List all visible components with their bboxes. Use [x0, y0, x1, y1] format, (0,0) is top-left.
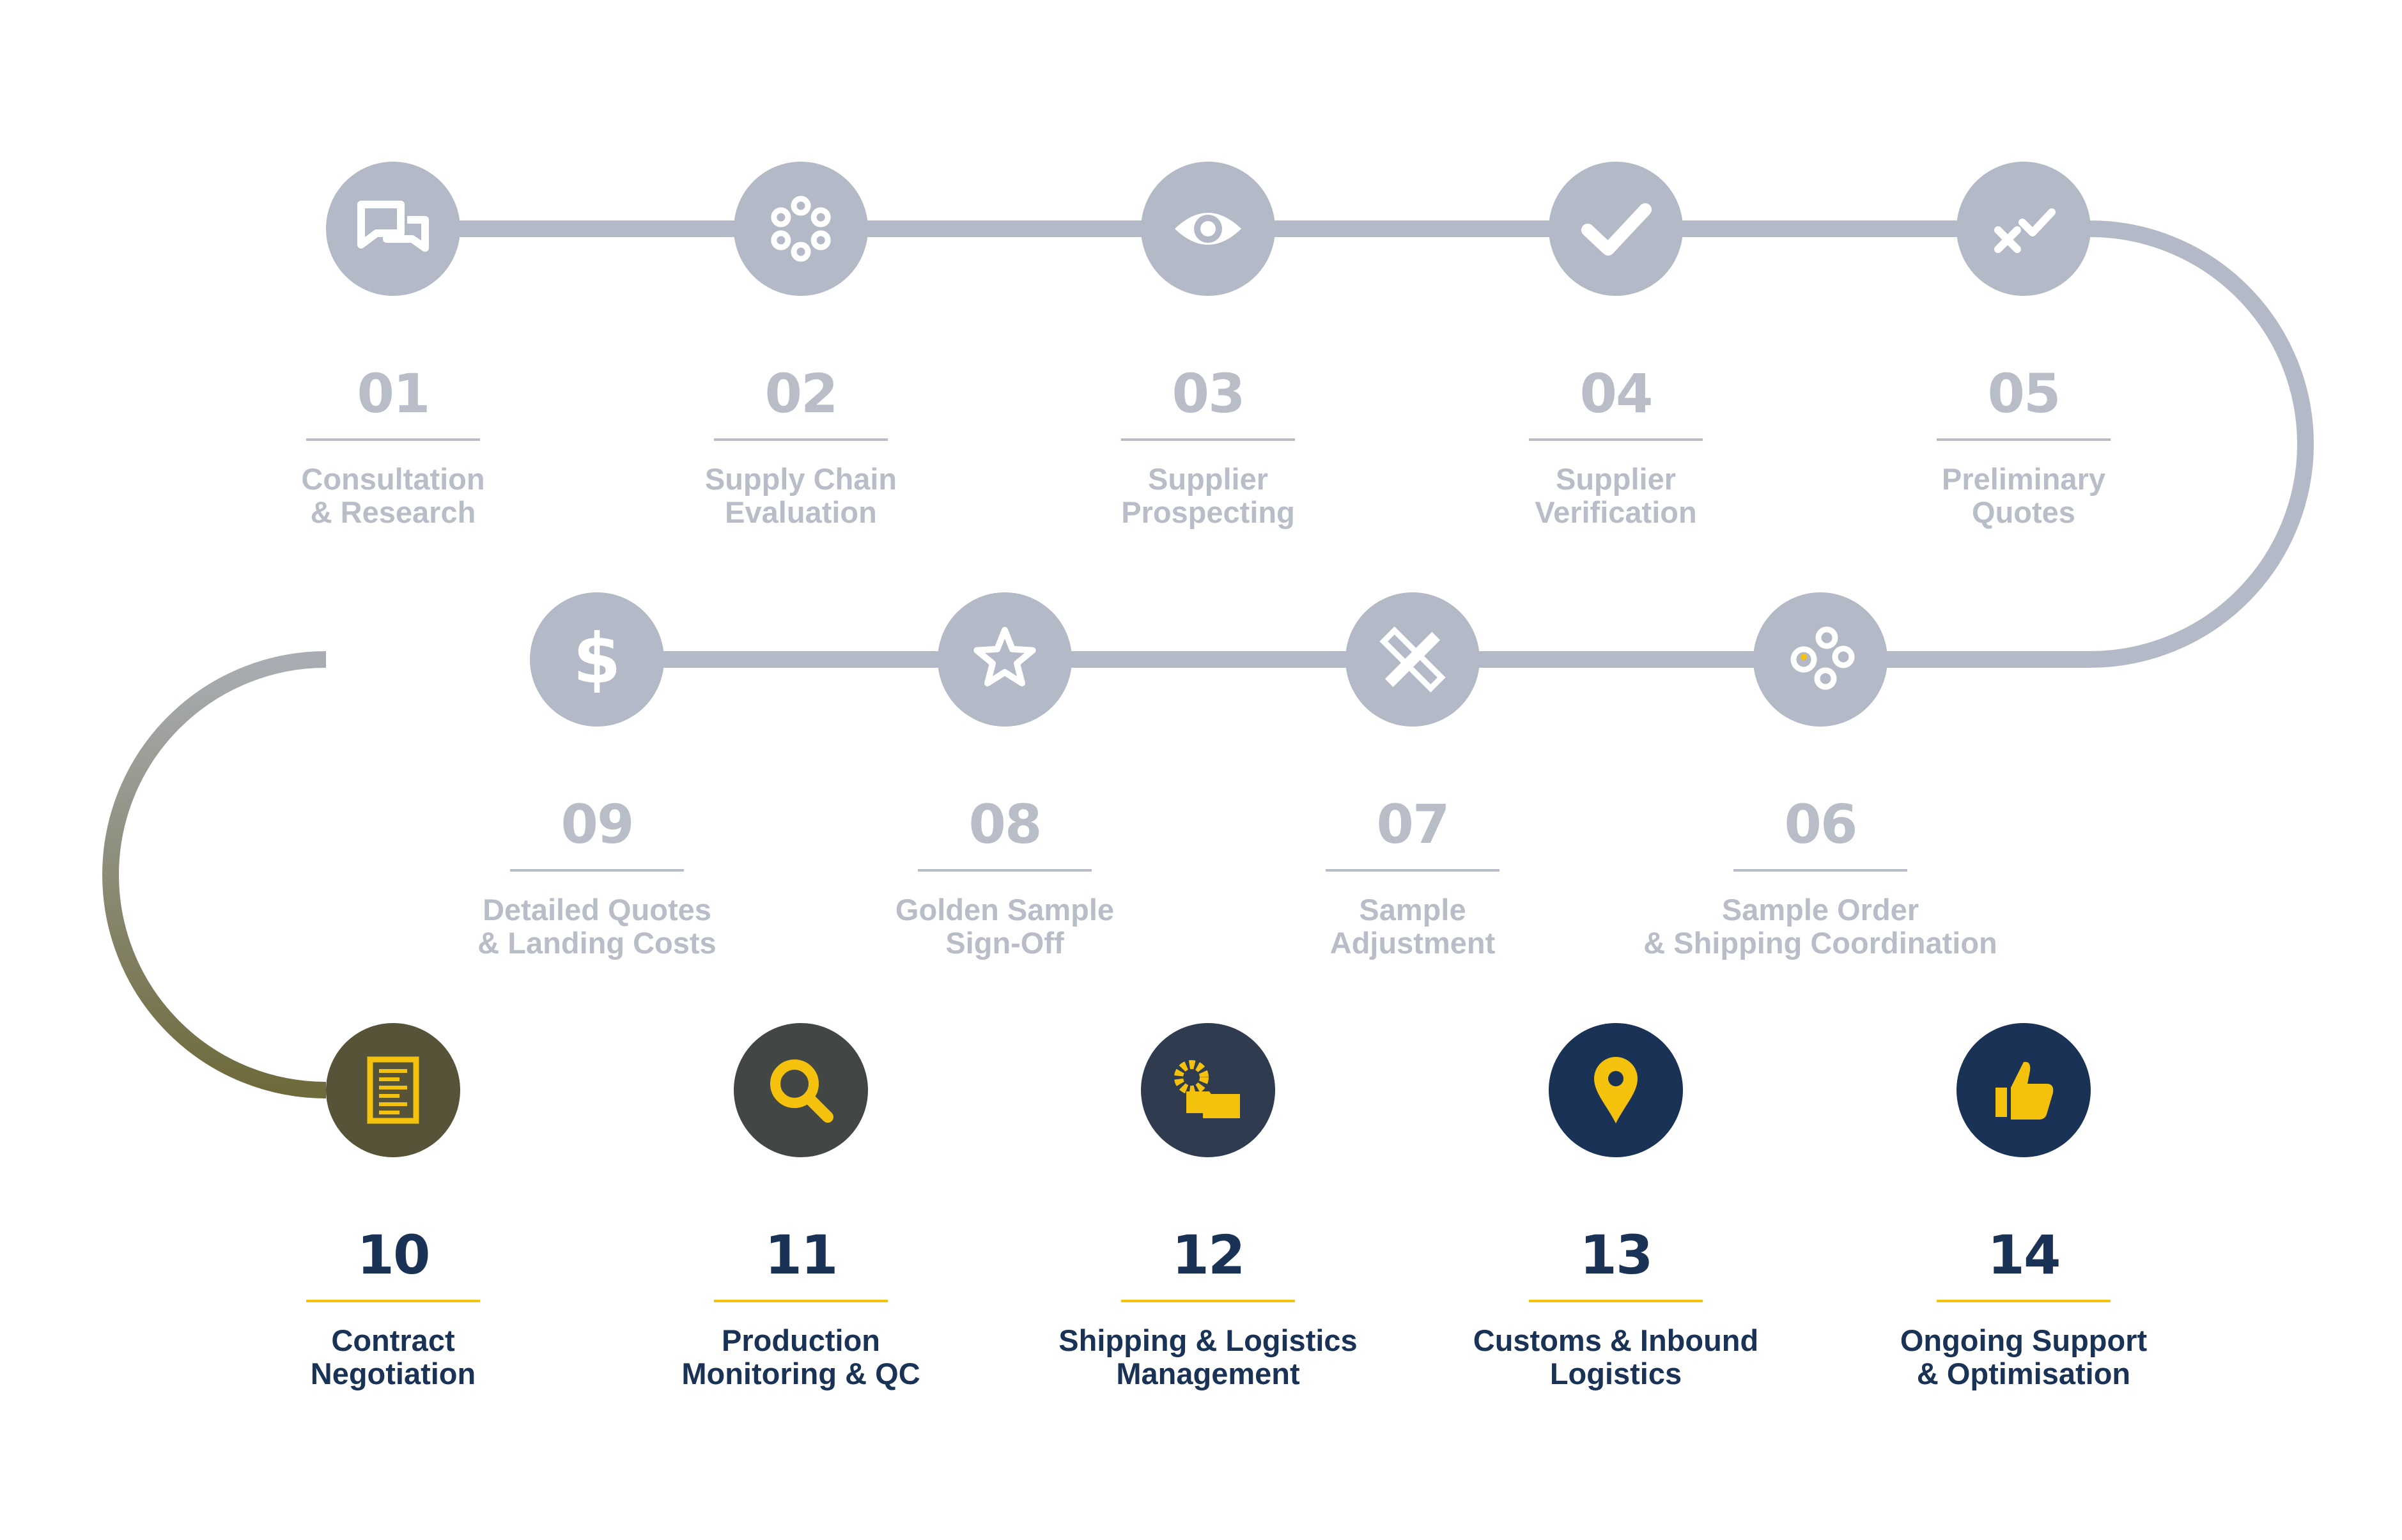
step-label-line-2: Monitoring & QC: [681, 1357, 920, 1390]
step-label-line-2: & Shipping Coordination: [1643, 926, 1997, 960]
step-label-line-1: Sample Order: [1722, 893, 1919, 927]
step-number: 12: [1172, 1224, 1244, 1286]
step-number: 06: [1785, 793, 1857, 856]
step-number: 08: [969, 793, 1041, 856]
step-circle: [734, 1023, 868, 1157]
step-label-line-2: Logistics: [1550, 1357, 1682, 1390]
step-circle: [1141, 1023, 1275, 1157]
step-number: 14: [1988, 1224, 2060, 1286]
step-label-line-2: Sign-Off: [945, 926, 1064, 960]
step-label-line-2: & Research: [311, 495, 476, 529]
step-circle: [938, 592, 1072, 727]
step-number: 10: [357, 1224, 430, 1286]
step-label-line-2: Evaluation: [725, 495, 877, 529]
step-number: 01: [357, 362, 430, 425]
step-label-line-2: Negotiation: [311, 1357, 476, 1390]
step-label-line-2: & Landing Costs: [477, 926, 716, 960]
step-label-line-1: Supplier: [1556, 462, 1676, 496]
step-circle: [326, 162, 460, 296]
step-label-line-1: Supplier: [1148, 462, 1268, 496]
step-number: 07: [1377, 793, 1449, 856]
step-label-line-1: Contract: [331, 1323, 455, 1357]
step-label-line-2: & Optimisation: [1917, 1357, 2130, 1390]
gear-truck-icon: [1174, 1060, 1240, 1118]
step-label-line-1: Customs & Inbound: [1473, 1323, 1758, 1357]
step-label-line-1: Golden Sample: [895, 893, 1114, 927]
path-right-curve: [2026, 220, 2314, 668]
step-number: 02: [765, 362, 837, 425]
step-label-line-1: Detailed Quotes: [483, 893, 711, 927]
svg-text:$: $: [573, 619, 621, 699]
cross-check-icon: [1994, 208, 2056, 253]
step-label-line-1: Shipping & Logistics: [1058, 1323, 1357, 1357]
step-label-line-1: Consultation: [301, 462, 484, 496]
magnifier-icon: [770, 1059, 833, 1123]
step-number: 11: [765, 1224, 837, 1286]
step-circle: [1549, 162, 1683, 296]
step-label-line-2: Management: [1116, 1357, 1300, 1390]
step-number: 13: [1580, 1224, 1652, 1286]
step-label-line-1: Ongoing Support: [1900, 1323, 2148, 1357]
location-pin-icon: [1594, 1057, 1638, 1123]
step-label-line-2: Verification: [1535, 495, 1696, 529]
step-label-line-2: Adjustment: [1330, 926, 1496, 960]
step-circle: [326, 1023, 460, 1157]
step-number: 03: [1172, 362, 1244, 425]
chat-bubbles-icon: [357, 201, 429, 252]
step-number: 04: [1580, 362, 1652, 425]
ruler-pencil-icon: [1379, 626, 1446, 693]
star-icon: [973, 627, 1036, 687]
circle-of-dots-icon: [771, 196, 831, 262]
dollar-icon: $: [573, 619, 621, 699]
step-number: 05: [1988, 362, 2060, 425]
step-label-line-1: Supply Chain: [705, 462, 897, 496]
checkmark-icon: [1581, 203, 1652, 256]
step-circle: [1753, 592, 1887, 727]
step-number: 09: [561, 793, 633, 856]
eye-icon: [1175, 213, 1241, 245]
step-label-line-1: Preliminary: [1942, 462, 2105, 496]
network-nodes-icon: [1790, 626, 1855, 690]
timeline-path: [102, 220, 2314, 1098]
thumbs-up-icon: [1995, 1061, 2054, 1120]
step-circle: [734, 162, 868, 296]
path-left-curve: [102, 651, 327, 1098]
step-circle: [530, 592, 664, 727]
step-label-line-1: Production: [722, 1323, 880, 1357]
step-label-line-2: Prospecting: [1121, 495, 1295, 529]
step-label-line-2: Quotes: [1972, 495, 2075, 529]
document-icon: [367, 1056, 419, 1124]
step-label-line-1: Sample: [1359, 893, 1466, 927]
